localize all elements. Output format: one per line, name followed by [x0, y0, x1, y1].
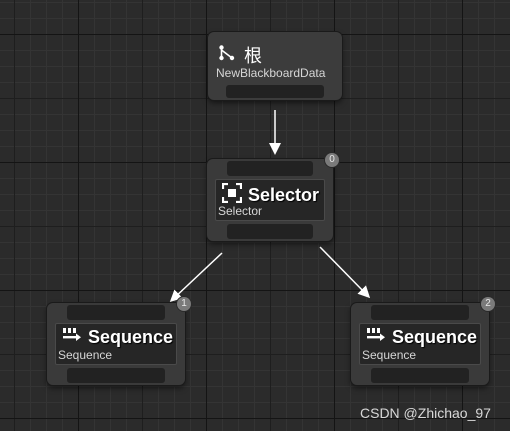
execution-index-badge: 0	[325, 153, 339, 167]
sequence-2-input-pin[interactable]	[371, 305, 469, 320]
root-title-row: 根	[218, 42, 262, 68]
sequence-1-subtitle: Sequence	[58, 348, 113, 362]
sequence-2-title: Sequence	[392, 327, 478, 347]
sequence-node-2[interactable]: Sequence Sequence 2	[351, 297, 495, 385]
sequence-2-title-box: Sequence Sequence	[359, 323, 481, 365]
root-blackboard-label: NewBlackboardData	[216, 66, 326, 80]
wire-selector-to-sequence-2	[319, 246, 371, 299]
sequence-icon	[62, 327, 82, 348]
tree-root-icon	[218, 44, 236, 67]
selector-title-box: Selector Selector	[215, 179, 325, 221]
execution-index-badge: 1	[177, 297, 191, 311]
sequence-icon	[366, 327, 386, 348]
selector-icon	[221, 182, 243, 208]
selector-node[interactable]: Selector Selector 0	[207, 153, 339, 241]
sequence-1-title: Sequence	[88, 327, 174, 347]
selector-title: Selector	[248, 185, 320, 205]
watermark: CSDN @Zhichao_97	[360, 405, 491, 421]
sequence-2-subtitle: Sequence	[362, 348, 417, 362]
root-node[interactable]: 根 NewBlackboardData	[208, 32, 342, 100]
selector-subtitle: Selector	[218, 204, 263, 218]
selector-input-pin[interactable]	[227, 161, 313, 176]
sequence-1-input-pin[interactable]	[67, 305, 165, 320]
root-output-pin[interactable]	[226, 85, 324, 98]
sequence-1-title-box: Sequence Sequence	[55, 323, 177, 365]
selector-output-pin[interactable]	[227, 224, 313, 239]
sequence-2-output-pin[interactable]	[371, 368, 469, 383]
sequence-node-1[interactable]: Sequence Sequence 1	[47, 297, 191, 385]
sequence-1-output-pin[interactable]	[67, 368, 165, 383]
execution-index-badge: 2	[481, 297, 495, 311]
root-title: 根	[244, 46, 262, 66]
wire-selector-to-sequence-1	[169, 252, 223, 303]
